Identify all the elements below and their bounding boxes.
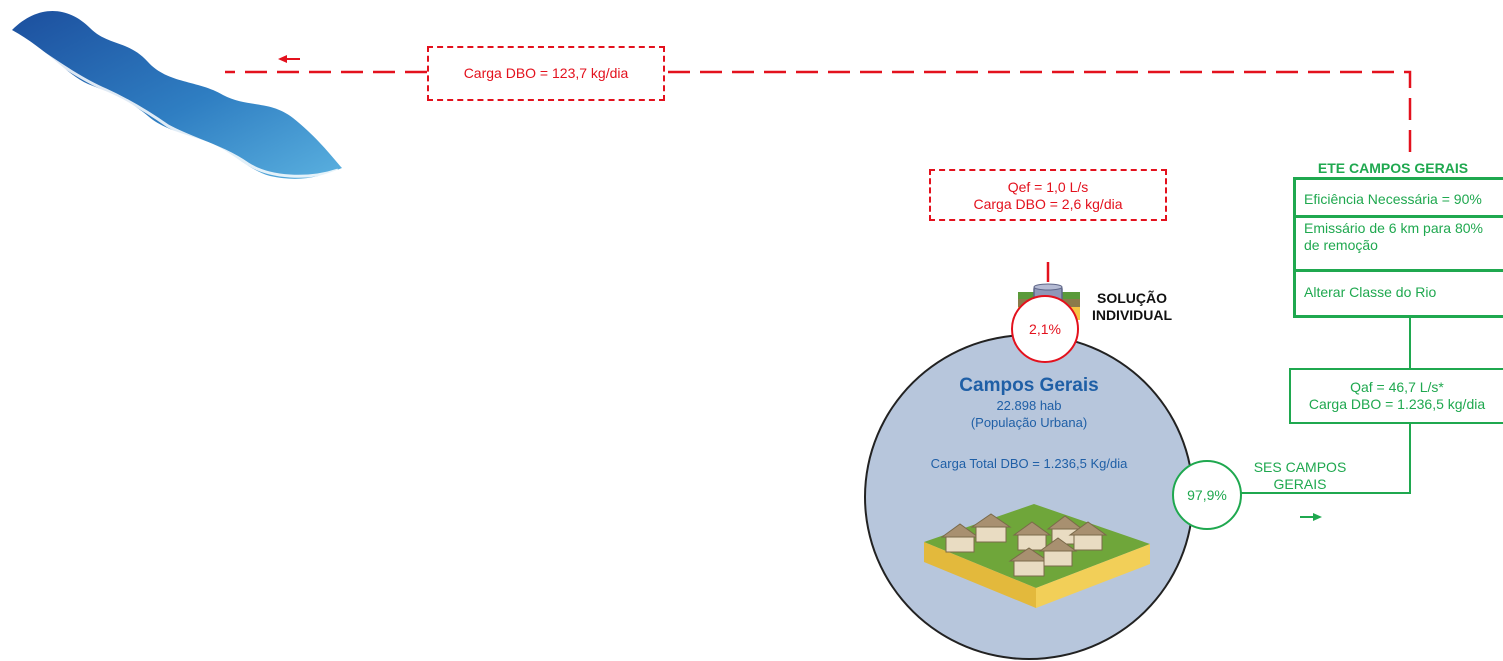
river-icon (12, 11, 342, 179)
municipality-name: Campos Gerais (959, 375, 1099, 396)
individual-flow: Qef = 1,0 L/s (1007, 179, 1089, 195)
ses-label: SES CAMPOS GERAIS (1253, 459, 1347, 492)
ete-flow-box: Qaf = 46,7 L/s* Carga DBO = 1.236,5 kg/d… (1289, 368, 1503, 424)
ete-outfall-line2: de remoção (1304, 237, 1378, 253)
individual-percent: 2,1% (1029, 321, 1061, 337)
river-load-label: Carga DBO = 123,7 kg/dia (463, 65, 629, 81)
ete-river-class-row: Alterar Classe do Rio (1296, 272, 1503, 315)
individual-percent-circle: 2,1% (1011, 295, 1079, 363)
ete-title: ETE CAMPOS GERAIS (1317, 160, 1469, 176)
river-load-box: Carga DBO = 123,7 kg/dia (427, 46, 665, 101)
flow-arrow-left-icon (278, 55, 300, 63)
ses-percent-circle: 97,9% (1172, 460, 1242, 530)
individual-load-box: Qef = 1,0 L/s Carga DBO = 2,6 kg/dia (929, 169, 1167, 221)
municipality-population: 22.898 hab (996, 398, 1062, 413)
individual-load: Carga DBO = 2,6 kg/dia (973, 196, 1123, 212)
effluent-line-to-river (665, 70, 1412, 152)
ete-load: Carga DBO = 1.236,5 kg/dia (1308, 396, 1486, 412)
flow-arrow-right-icon (1300, 513, 1322, 521)
ete-efficiency: Eficiência Necessária = 90% (1304, 191, 1482, 207)
ete-river-class: Alterar Classe do Rio (1304, 284, 1437, 300)
ses-line (1241, 424, 1411, 494)
ete-outfall-row: Emissário de 6 km para 80% de remoção (1296, 218, 1503, 272)
ete-flow: Qaf = 46,7 L/s* (1350, 379, 1444, 395)
ete-panel: Eficiência Necessária = 90% Emissário de… (1293, 177, 1503, 318)
ete-efficiency-row: Eficiência Necessária = 90% (1296, 180, 1503, 218)
individual-title: SOLUÇÃO INDIVIDUAL (1091, 290, 1173, 323)
ete-outfall-line1: Emissário de 6 km para 80% (1304, 220, 1483, 236)
city-houses-icon (924, 504, 1150, 608)
municipality-population-note: (População Urbana) (970, 415, 1088, 430)
ses-percent: 97,9% (1187, 487, 1227, 503)
municipality-total-load: Carga Total DBO = 1.236,5 Kg/dia (930, 456, 1128, 471)
